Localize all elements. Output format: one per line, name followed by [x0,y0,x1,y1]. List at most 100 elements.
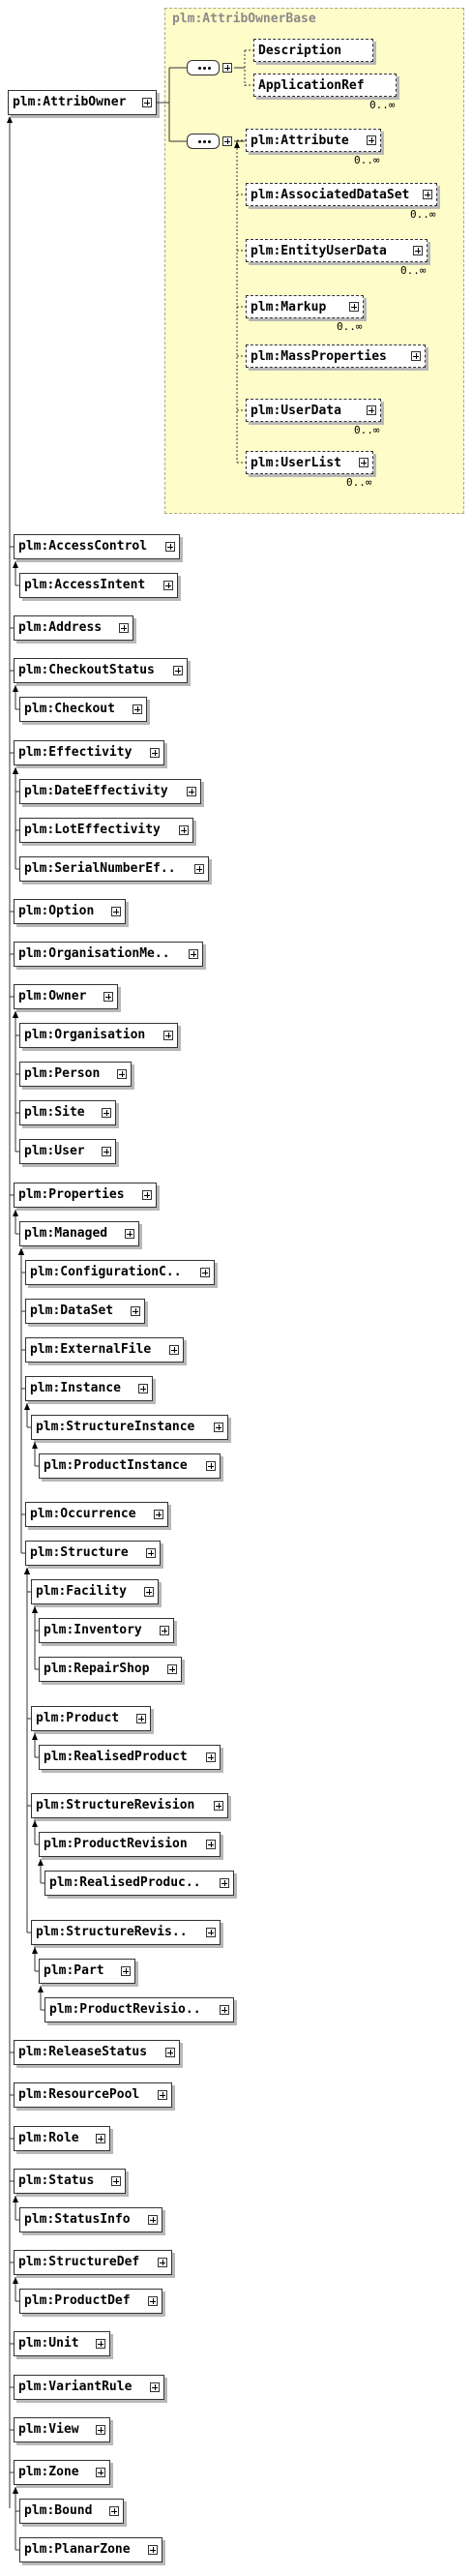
expand-icon[interactable] [138,1384,148,1393]
derived-type-element[interactable] [14,984,118,1009]
expand-icon[interactable] [148,2296,158,2306]
derived-type-element[interactable] [25,1376,153,1401]
derived-type-element[interactable] [19,2207,162,2232]
expand-icon[interactable] [144,1587,154,1597]
expand-icon[interactable] [154,1510,163,1519]
derived-type-element[interactable] [39,1959,135,1984]
expand-icon[interactable] [359,458,369,467]
expand-icon[interactable] [133,704,142,714]
derived-type-element[interactable] [14,534,180,559]
sequence-compositor-1[interactable] [187,60,220,75]
derived-type-element[interactable] [19,697,147,722]
derived-type-element[interactable] [44,1997,234,2022]
expand-icon[interactable] [142,98,152,107]
expand-icon[interactable] [173,666,183,675]
derived-type-element[interactable] [25,1541,161,1566]
derived-type-element[interactable] [19,779,201,804]
derived-type-element[interactable] [19,573,178,598]
derived-type-element[interactable] [44,1871,234,1896]
expand-icon[interactable] [117,1069,127,1079]
expand-icon[interactable] [413,246,423,255]
optional-element[interactable] [246,239,428,262]
derived-type-element[interactable] [14,942,203,967]
expand-icon[interactable] [136,1714,146,1723]
expand-icon[interactable] [103,992,113,1002]
derived-type-element[interactable] [39,1453,221,1479]
expand-icon[interactable] [96,2134,105,2143]
optional-element[interactable] [246,295,364,318]
derived-type-element[interactable] [19,856,209,882]
derived-type-element[interactable] [31,1706,151,1731]
derived-type-element[interactable] [19,818,193,843]
expand-icon[interactable] [158,2258,167,2267]
expand-icon[interactable] [102,1108,111,1118]
root-element[interactable] [8,90,157,115]
optional-element[interactable] [253,39,373,62]
derived-type-element[interactable] [31,1920,221,1945]
expand-icon[interactable] [411,351,421,361]
derived-type-element[interactable] [19,1062,132,1087]
derived-type-element[interactable] [25,1502,168,1527]
derived-type-element[interactable] [14,2417,110,2442]
optional-element[interactable] [246,344,426,368]
derived-type-element[interactable] [31,1793,228,1818]
derived-type-element[interactable] [14,2040,180,2065]
derived-type-element[interactable] [14,658,188,683]
derived-type-element[interactable] [25,1337,184,1363]
derived-type-element[interactable] [19,2537,162,2562]
derived-type-element[interactable] [25,1299,145,1324]
collapse-icon[interactable] [222,63,232,73]
expand-icon[interactable] [206,1840,216,1849]
expand-icon[interactable] [367,135,376,145]
expand-icon[interactable] [158,2090,167,2100]
expand-icon[interactable] [367,405,376,415]
expand-icon[interactable] [148,2545,158,2555]
expand-icon[interactable] [111,2176,121,2186]
optional-element[interactable] [253,74,397,97]
expand-icon[interactable] [119,623,129,633]
optional-element[interactable] [246,129,381,152]
derived-type-element[interactable] [14,899,126,924]
expand-icon[interactable] [169,1345,179,1355]
expand-icon[interactable] [163,1031,173,1040]
expand-icon[interactable] [125,1229,134,1239]
derived-type-element[interactable] [14,2082,172,2108]
derived-type-element[interactable] [14,2375,164,2400]
derived-type-element[interactable] [19,1023,178,1048]
expand-icon[interactable] [121,1966,131,1976]
expand-icon[interactable] [200,1268,210,1277]
expand-icon[interactable] [111,907,121,916]
expand-icon[interactable] [163,581,173,590]
derived-type-element[interactable] [19,1139,116,1164]
expand-icon[interactable] [214,1423,223,1432]
expand-icon[interactable] [220,1878,229,1888]
expand-icon[interactable] [206,1928,216,1937]
derived-type-element[interactable] [19,2499,124,2524]
derived-type-element[interactable] [14,1183,157,1208]
derived-type-element[interactable] [39,1745,221,1770]
expand-icon[interactable] [146,1548,156,1558]
expand-icon[interactable] [165,542,175,552]
derived-type-element[interactable] [14,740,164,765]
expand-icon[interactable] [165,2048,175,2057]
expand-icon[interactable] [96,2339,105,2349]
expand-icon[interactable] [214,1801,223,1811]
expand-icon[interactable] [148,2215,158,2225]
collapse-icon[interactable] [222,136,232,146]
sequence-compositor-2[interactable] [187,134,220,149]
expand-icon[interactable] [179,825,189,835]
derived-type-element[interactable] [19,1221,139,1246]
expand-icon[interactable] [194,864,204,874]
derived-type-element[interactable] [39,1618,174,1643]
derived-type-element[interactable] [14,2250,172,2275]
optional-element[interactable] [246,399,381,422]
expand-icon[interactable] [142,1190,152,1200]
derived-type-element[interactable] [39,1832,221,1857]
derived-type-element[interactable] [14,2331,110,2356]
derived-type-element[interactable] [14,2460,110,2485]
derived-type-element[interactable] [14,615,133,641]
optional-element[interactable] [246,451,373,474]
expand-icon[interactable] [131,1306,140,1316]
expand-icon[interactable] [150,2382,160,2392]
derived-type-element[interactable] [25,1260,215,1285]
